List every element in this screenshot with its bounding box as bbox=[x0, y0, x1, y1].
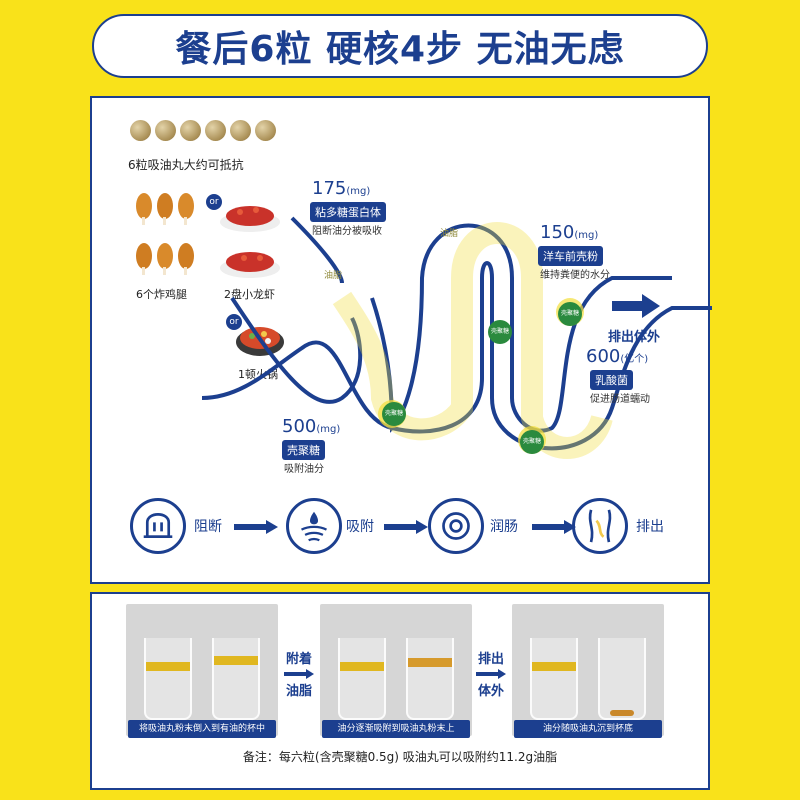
food-label-chicken: 6个炸鸡腿 bbox=[136, 288, 187, 301]
barrier-icon bbox=[130, 498, 186, 554]
stage-value: 600(亿个) bbox=[586, 346, 649, 367]
body-icon bbox=[572, 498, 628, 554]
food-label-crayfish: 2盘小龙虾 bbox=[224, 288, 275, 301]
stage-tag: 壳聚糖 bbox=[282, 440, 325, 460]
step-label: 附着 油脂 bbox=[284, 652, 314, 699]
glass-icon bbox=[598, 638, 646, 720]
stage-value: 175(mg) bbox=[312, 178, 371, 199]
pill-icon bbox=[230, 120, 251, 141]
step-arrow-icon bbox=[476, 669, 506, 679]
stage-desc: 阻断油分被吸收 bbox=[312, 226, 382, 237]
pill-icon bbox=[130, 120, 151, 141]
crayfish-plate-icon bbox=[220, 206, 280, 232]
glass-icon bbox=[530, 638, 578, 720]
exit-arrow-icon bbox=[612, 294, 660, 318]
intestine-icon bbox=[428, 498, 484, 554]
process-label: 润肠 bbox=[490, 519, 518, 535]
chitosan-ball: 壳聚糖 bbox=[488, 320, 512, 344]
step-label: 排出 体外 bbox=[476, 652, 506, 699]
pill-icon bbox=[255, 120, 276, 141]
experiment-photo bbox=[320, 604, 472, 736]
photo-caption: 油分随吸油丸沉到杯底 bbox=[514, 720, 662, 738]
photo-caption: 将吸油丸粉末倒入到有油的杯中 bbox=[128, 720, 276, 738]
glass-icon bbox=[144, 638, 192, 720]
pill-icon bbox=[155, 120, 176, 141]
process-arrow-icon bbox=[532, 520, 576, 534]
step-arrow-icon bbox=[284, 669, 314, 679]
adsorb-icon bbox=[286, 498, 342, 554]
glass-icon bbox=[338, 638, 386, 720]
stage-desc: 促进肠道蠕动 bbox=[590, 394, 650, 405]
fried-chicken-icon bbox=[136, 243, 194, 275]
crayfish-plate-icon bbox=[220, 252, 280, 278]
chitosan-ball: 壳聚糖 bbox=[382, 402, 406, 426]
process-label: 吸附 bbox=[346, 519, 374, 535]
balls-caption: 6粒吸油丸大约可抵抗 bbox=[128, 158, 244, 172]
footnote: 备注：每六粒(含壳聚糖0.5g) 吸油丸可以吸附约11.2g油脂 bbox=[242, 750, 558, 764]
process-arrow-icon bbox=[234, 520, 278, 534]
experiment-photo bbox=[126, 604, 278, 736]
experiment-panel: 将吸油丸粉末倒入到有油的杯中 附着 油脂 油分逐渐吸附到吸油丸粉末上 排出 体外… bbox=[90, 592, 710, 790]
or-badge: or bbox=[206, 194, 222, 210]
glass-icon bbox=[212, 638, 260, 720]
chitosan-ball: 壳聚糖 bbox=[558, 302, 582, 326]
stage-desc: 吸附油分 bbox=[284, 464, 324, 475]
stage-value: 500(mg) bbox=[282, 416, 341, 437]
stage-tag: 乳酸菌 bbox=[590, 370, 633, 390]
experiment-photo bbox=[512, 604, 664, 736]
stage-tag: 粘多糖蛋白体 bbox=[310, 202, 386, 222]
or-badge: or bbox=[226, 314, 242, 330]
intestine-oil-label: 油脂 bbox=[440, 229, 459, 239]
fried-chicken-icon bbox=[136, 193, 194, 225]
process-label: 阻断 bbox=[194, 519, 222, 535]
stage-value: 150(mg) bbox=[540, 222, 599, 243]
chitosan-ball: 壳聚糖 bbox=[520, 430, 544, 454]
process-label: 排出 bbox=[636, 519, 664, 535]
mechanism-panel: 6粒吸油丸大约可抵抗 6个炸鸡腿 or 2盘小龙虾 or 1顿火锅 bbox=[90, 96, 712, 584]
pill-icon bbox=[180, 120, 201, 141]
stage-desc: 维持粪便的水分 bbox=[540, 270, 610, 281]
stage-tag: 洋车前壳粉 bbox=[538, 246, 603, 266]
process-arrow-icon bbox=[384, 520, 428, 534]
photo-caption: 油分逐渐吸附到吸油丸粉末上 bbox=[322, 720, 470, 738]
intestine-oil-label: 油脂 bbox=[324, 271, 343, 281]
exit-label: 排出体外 bbox=[608, 330, 661, 345]
pill-icon bbox=[205, 120, 226, 141]
glass-icon bbox=[406, 638, 454, 720]
page-title: 餐后6粒 硬核4步 无油无虑 bbox=[92, 14, 708, 78]
